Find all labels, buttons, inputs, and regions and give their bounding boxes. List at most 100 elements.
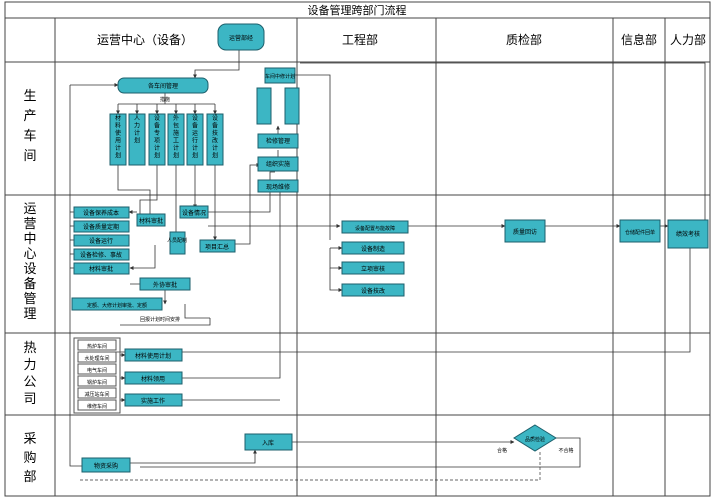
row-header-opsmgmt: 运营中心设备管理 (23, 202, 36, 322)
node-xinxi-peizhi (619, 219, 661, 243)
node-xianchang-weixiu (257, 179, 299, 193)
node-relu-chejian (77, 339, 117, 351)
node-shebei-guanli (284, 87, 300, 125)
node-waixie-shenpi (139, 277, 191, 291)
node-renli-peizhi (169, 231, 186, 255)
node-shebei-yunxing-label: 设备运行计划 (192, 114, 198, 160)
node-shebei-zhiliang (73, 220, 130, 233)
vertical-node-labels: 材料使用计划人力计划设备专项计划外包施工计划设备运行计划设备技改计划组建设备设备… (115, 88, 295, 160)
node-jianxiu-guanli-label: 检修管理 (266, 137, 290, 145)
node-cailiao-shiyong (109, 113, 127, 166)
row-header-buy: 采购部 (23, 432, 36, 485)
node-shebei-chengben (73, 206, 130, 219)
node-zhiliang-huigui (504, 219, 546, 243)
node-shebei-qingkuang-label: 设备情况 (182, 209, 206, 217)
node-renli-jihua (128, 113, 146, 166)
nodes: 运营部经 各车间管理 措施 (109, 23, 265, 166)
column-header-qc: 质检部 (506, 32, 542, 47)
node-cailiao-shiyong-jihua (124, 348, 183, 362)
node-shebei-peizhi (341, 220, 409, 234)
node-xiangmu-huizong (199, 239, 236, 253)
node-guolu-label: 锅炉车间 (87, 379, 107, 386)
node-zuzhi-shishi (257, 156, 299, 172)
node-wuzi-caigou-label: 物资采购 (94, 462, 118, 470)
node-shishi-gongzuo-label: 实施工作 (141, 397, 165, 405)
node-dianqi-label: 电气车间 (87, 367, 107, 374)
node-pinzhi-jianyan-label: 品质检验 (525, 436, 545, 443)
node-shebei-qingkuang (179, 205, 209, 219)
node-jixiao-kaohe (667, 219, 709, 249)
node-shebei-yunxing (186, 113, 204, 166)
node-renli-peizhi-label: 人员配制 (167, 237, 187, 244)
node-zujian-shebei (256, 87, 272, 125)
node-chejian-fu (264, 67, 296, 84)
node-shebei-jianxiu (73, 248, 130, 261)
node-chengqi (77, 387, 117, 399)
column-header-ops: 运营中心（设备） (97, 32, 193, 47)
connector-lines (69, 50, 706, 468)
row-header-prod: 生产车间 (23, 89, 36, 164)
column-header-eng: 工程部 (342, 32, 378, 47)
node-cailiao-lingyong-label: 材料领用 (141, 375, 165, 383)
node-lixiang-shenhe (341, 261, 405, 275)
node-xiangmu-huizong-label: 项目汇总 (205, 243, 229, 251)
node-xianchang-weixiu-label: 现场维修 (266, 183, 290, 191)
node-shebei-zhuanxiang (148, 113, 166, 166)
node-shebei-zhuanxiang-label: 设备专项计划 (154, 114, 160, 160)
node-shishi-gongzuo (124, 393, 183, 407)
node-zuzhi-shishi-label: 组织实施 (266, 160, 290, 168)
node-cailiao-shiyong-label: 材料使用计划 (115, 114, 121, 160)
node-relu-chejian-label: 热炉车间 (87, 343, 107, 350)
node-waixie-shenpi-label: 外协审批 (153, 281, 177, 289)
node-chejian-fu-label: 车间中修计划 (265, 73, 295, 80)
note-hui-jihua: 回报计划时间安排 (140, 316, 180, 323)
label-buhege: 不合格 (558, 447, 573, 454)
node-shuichuli-label: 水处理车间 (84, 355, 109, 362)
node-yunying-label: 运营部经 (229, 34, 253, 42)
node-shebei-jishu (206, 113, 224, 166)
diagram-title: 设备管理跨部门流程 (308, 3, 407, 17)
node-shebei-chengben-label: 设备保养成本 (83, 209, 119, 217)
node-shebei-peizhi-label: 设备配置与能故障 (355, 225, 395, 232)
node-yunying (217, 23, 265, 51)
node-gongshi-dangan (71, 297, 163, 311)
node-shebei-yunxing2 (73, 234, 130, 247)
column-header-hr: 人力部 (670, 32, 706, 47)
node-jianhe-label: 措施 (160, 96, 170, 103)
node-xinxi-peizhi-label: 仓储配件回单 (625, 229, 655, 236)
column-header-info: 信息部 (621, 32, 657, 47)
node-shebei-zhizao-label: 设备制造 (361, 245, 385, 253)
workshop-group (73, 337, 121, 414)
row-header-heat: 热力公司 (23, 341, 36, 407)
node-dianqi (77, 363, 117, 375)
node-renli-jihua-label: 人力计划 (134, 115, 140, 145)
node-cailiao-shenpi (73, 262, 130, 275)
node-shebei-yunxing2-label: 设备运行 (89, 237, 113, 245)
node-cailiao-shenpi-label: 材料审批 (89, 265, 113, 273)
node-chengqi-label: 减压站车间 (84, 391, 109, 398)
node-gongshi-dangan-label: 定额、大修计划审批、定额 (87, 302, 147, 309)
label-hege: 合格 (497, 447, 507, 454)
node-shebei-zhiliang-label: 设备质量定期 (83, 223, 119, 231)
node-qita-label: 维修车间 (87, 403, 107, 410)
node-lixiang-shenhe-label: 立项审核 (361, 265, 385, 273)
node-cailiao-shenhe (136, 213, 166, 227)
node-jixiao-kaohe-label: 绩效考核 (676, 230, 700, 238)
node-waixie-label: 外包施工计划 (173, 114, 179, 160)
dashed-return-line (80, 452, 541, 481)
node-qita (77, 399, 117, 411)
node-gebumen-label: 各车间管理 (148, 82, 178, 90)
node-shuichuli (77, 351, 117, 363)
node-zhiliang-huigui-label: 质量回访 (513, 228, 537, 236)
node-shebei-jishu-label: 设备技改计划 (212, 114, 218, 160)
node-pinzhi-jianyan (513, 424, 557, 452)
node-shebei-jigai (341, 283, 405, 297)
node-cailiao-lingyong (124, 371, 183, 385)
node-cailiao-shenhe-label: 材料审批 (139, 217, 163, 225)
node-shebei-jigai-label: 设备技改 (361, 287, 385, 295)
node-jianxiu-guanli (257, 133, 299, 149)
node-ruku-label: 入库 (262, 439, 274, 447)
node-waixie (167, 113, 185, 166)
